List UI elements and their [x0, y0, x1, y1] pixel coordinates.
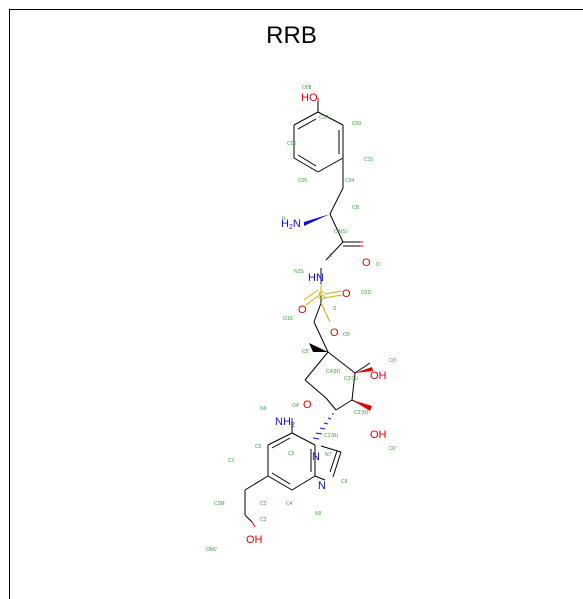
label-o5p: O5': [343, 332, 351, 338]
wedge-c3-oh: [355, 367, 373, 373]
label-c10: C10: [364, 157, 373, 163]
label-c07: C07: [319, 115, 328, 121]
label-c: C: [329, 253, 333, 259]
label-c04: C04: [345, 178, 354, 184]
label-c6: C6: [255, 444, 262, 450]
atom-s: S: [318, 290, 325, 302]
atom-o-sulfonyl-left: O: [298, 304, 307, 316]
wedge-ca-n: [304, 214, 330, 226]
atom-oh-bottom: OH: [246, 534, 263, 546]
atom-h2n: H2N: [281, 218, 301, 231]
label-n6: N6: [260, 406, 267, 412]
wedge-c4-c5: [309, 343, 328, 352]
atom-ho-top: HO: [301, 92, 318, 104]
atom-n-ring: N: [312, 451, 320, 463]
label-c4p: C4'(R): [326, 369, 341, 375]
label-cb: CB: [352, 205, 360, 211]
label-c2m: C2M: [214, 501, 225, 507]
label-c2p: C2'(R): [354, 410, 369, 416]
atom-o-sulfonyl-right: O: [342, 288, 351, 300]
label-n9: N9: [315, 511, 322, 517]
label-c8: C8: [341, 479, 348, 485]
label-o2p: O2': [389, 446, 397, 452]
label-c5p: C5': [302, 349, 309, 355]
atom-oh-upper: OH: [370, 370, 387, 382]
label-c2: C2: [260, 501, 267, 507]
atom-o-ester: O: [330, 327, 339, 339]
atom-name-labels: O08 C07 C09 C06 C10 C05 C04 CB N CA(S) C…: [206, 85, 397, 553]
label-n3s: N3S: [294, 269, 304, 275]
heteroatom-labels: HO H2N HN O O S O O O OH OH NH2 N N OH: [246, 92, 387, 546]
label-o08: O08: [302, 85, 312, 91]
atom-n-imine: N: [318, 480, 326, 492]
label-c1: C1: [228, 458, 235, 464]
label-c09: C09: [352, 121, 361, 127]
label-n: N: [282, 216, 286, 222]
label-n7: N7: [325, 452, 332, 458]
bond-lines: [244, 101, 371, 523]
label-c06: C06: [287, 141, 296, 147]
atom-o-ring: O: [303, 399, 312, 411]
label-c4: C4: [286, 501, 293, 507]
hash-bond-c1-n7: [312, 413, 334, 440]
label-om2: OM2: [206, 547, 217, 553]
label-o2s: O2S: [361, 290, 372, 296]
label-c1p: C1'(R): [324, 433, 339, 439]
label-ca: CA(S): [334, 229, 348, 235]
label-c05: C05: [298, 178, 307, 184]
label-c3: C3: [260, 517, 267, 523]
wedge-c2-oh: [352, 400, 372, 411]
hetero-bond-segments: [251, 98, 363, 528]
atom-o-carbonyl: O: [362, 257, 371, 269]
image-frame: [9, 9, 583, 599]
label-o4p: O4': [292, 403, 300, 409]
atom-oh-lower: OH: [370, 429, 387, 441]
molecule-title: RRB: [266, 22, 317, 49]
atom-nh2: NH2: [275, 416, 295, 429]
atom-nh: HN: [308, 272, 324, 284]
label-o3p: O3': [389, 358, 397, 364]
label-o: O: [376, 262, 380, 268]
label-s: S: [333, 306, 337, 312]
label-c5: C5: [288, 451, 295, 457]
label-c3p: C3'(S): [344, 376, 358, 382]
label-o1s: O1S: [283, 316, 294, 322]
